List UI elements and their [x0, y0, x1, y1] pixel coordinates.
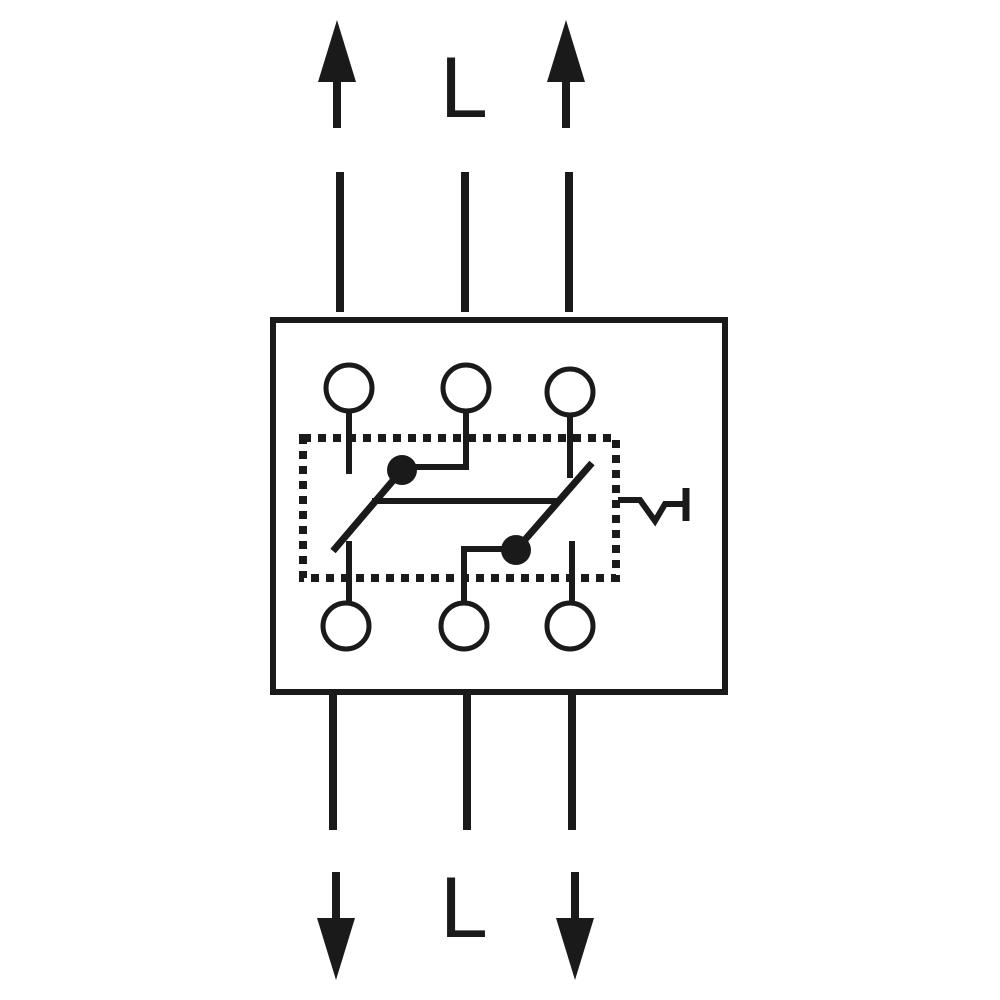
bottom-terminal-left-icon	[320, 600, 372, 652]
left-switch-blade	[330, 467, 405, 554]
bottom-terminal-right-icon	[544, 600, 596, 652]
top-terminal-left-icon	[323, 362, 375, 414]
breaker-housing	[270, 317, 728, 695]
bottom-line-label: L	[440, 860, 488, 956]
right-switch-blade	[513, 460, 595, 553]
top-left-arrow-up-icon	[318, 20, 356, 128]
bottom-terminal-middle-icon	[438, 600, 490, 652]
top-right-arrow-up-icon	[547, 20, 585, 128]
top-middle-contact-lead	[402, 411, 469, 470]
top-line-label: L	[440, 40, 488, 136]
bottom-right-arrow-down-icon	[556, 872, 594, 980]
thermal-actuator-icon	[618, 488, 690, 527]
right-pivot-dot	[501, 535, 531, 565]
top-terminal-right-icon	[544, 366, 596, 418]
left-pivot-dot	[387, 455, 417, 485]
bottom-left-arrow-down-icon	[317, 872, 355, 980]
top-terminal-middle-icon	[440, 362, 492, 414]
bottom-middle-contact-lead	[461, 546, 516, 603]
mechanical-linkage-box	[299, 434, 620, 582]
